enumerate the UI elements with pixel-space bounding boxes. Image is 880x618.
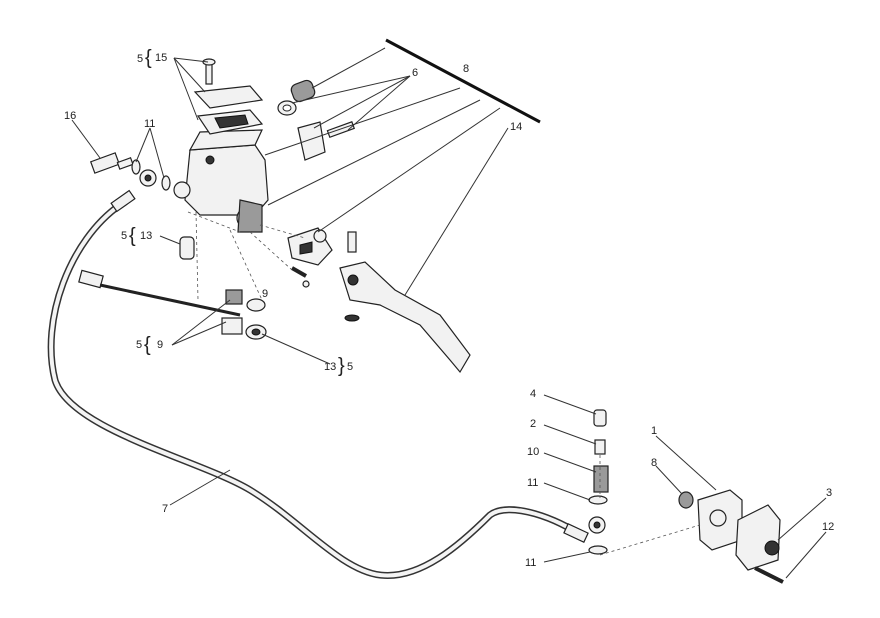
callout-8b-label: 8 — [651, 457, 657, 469]
brace-2: { — [129, 225, 136, 247]
callout-14-label: 14 — [510, 121, 522, 133]
callout-15-label: 15 — [155, 52, 167, 64]
callout-5a-label: 5 — [137, 53, 143, 65]
banjo-bolt — [89, 152, 134, 174]
master-cylinder — [173, 129, 269, 233]
lever-bracket — [287, 227, 333, 266]
bleed-valve-stack — [588, 409, 609, 555]
reservoir-cap — [193, 58, 264, 135]
callout-2-label: 2 — [530, 418, 536, 430]
callout-7-label: 7 — [162, 503, 168, 515]
callout-4-label: 4 — [530, 388, 536, 400]
clutch-hose — [47, 169, 606, 579]
callout-5d-label: 5 — [347, 361, 353, 373]
callout-13a-label: 13 — [140, 230, 152, 242]
callout-11b-label: 11 — [527, 477, 538, 489]
washer-upper-left — [131, 159, 141, 175]
group-bracket — [385, 38, 541, 124]
callout-labels: 8 6 14 5 { 15 16 11 5 { 13 9 5 { 9 13 } … — [64, 47, 834, 569]
leader-lines — [71, 47, 827, 579]
callout-10-label: 10 — [527, 446, 539, 458]
callout-6-label: 6 — [412, 67, 418, 79]
push-rod-and-switch — [78, 236, 310, 340]
callout-5b-label: 5 — [121, 230, 127, 242]
washer-upper-right — [161, 175, 171, 191]
dashed-assembly-lines — [187, 211, 701, 556]
slave-cylinder — [678, 489, 784, 584]
callout-9b-label: 9 — [157, 339, 163, 351]
callout-5c-label: 5 — [136, 339, 142, 351]
clutch-lever — [339, 231, 471, 374]
callout-11c-label: 11 — [525, 557, 536, 569]
callout-16-label: 16 — [64, 110, 76, 122]
callout-1-label: 1 — [651, 425, 657, 437]
callout-3-label: 3 — [826, 487, 832, 499]
callout-8-label: 8 — [463, 63, 469, 75]
callout-9a-label: 9 — [262, 288, 268, 300]
callout-13b-label: 13 — [324, 361, 336, 373]
callout-11a-label: 11 — [144, 118, 155, 130]
brace-1: { — [145, 47, 152, 69]
callout-12-label: 12 — [822, 521, 834, 533]
brace-3: { — [144, 334, 151, 356]
brace-4: } — [338, 355, 345, 377]
